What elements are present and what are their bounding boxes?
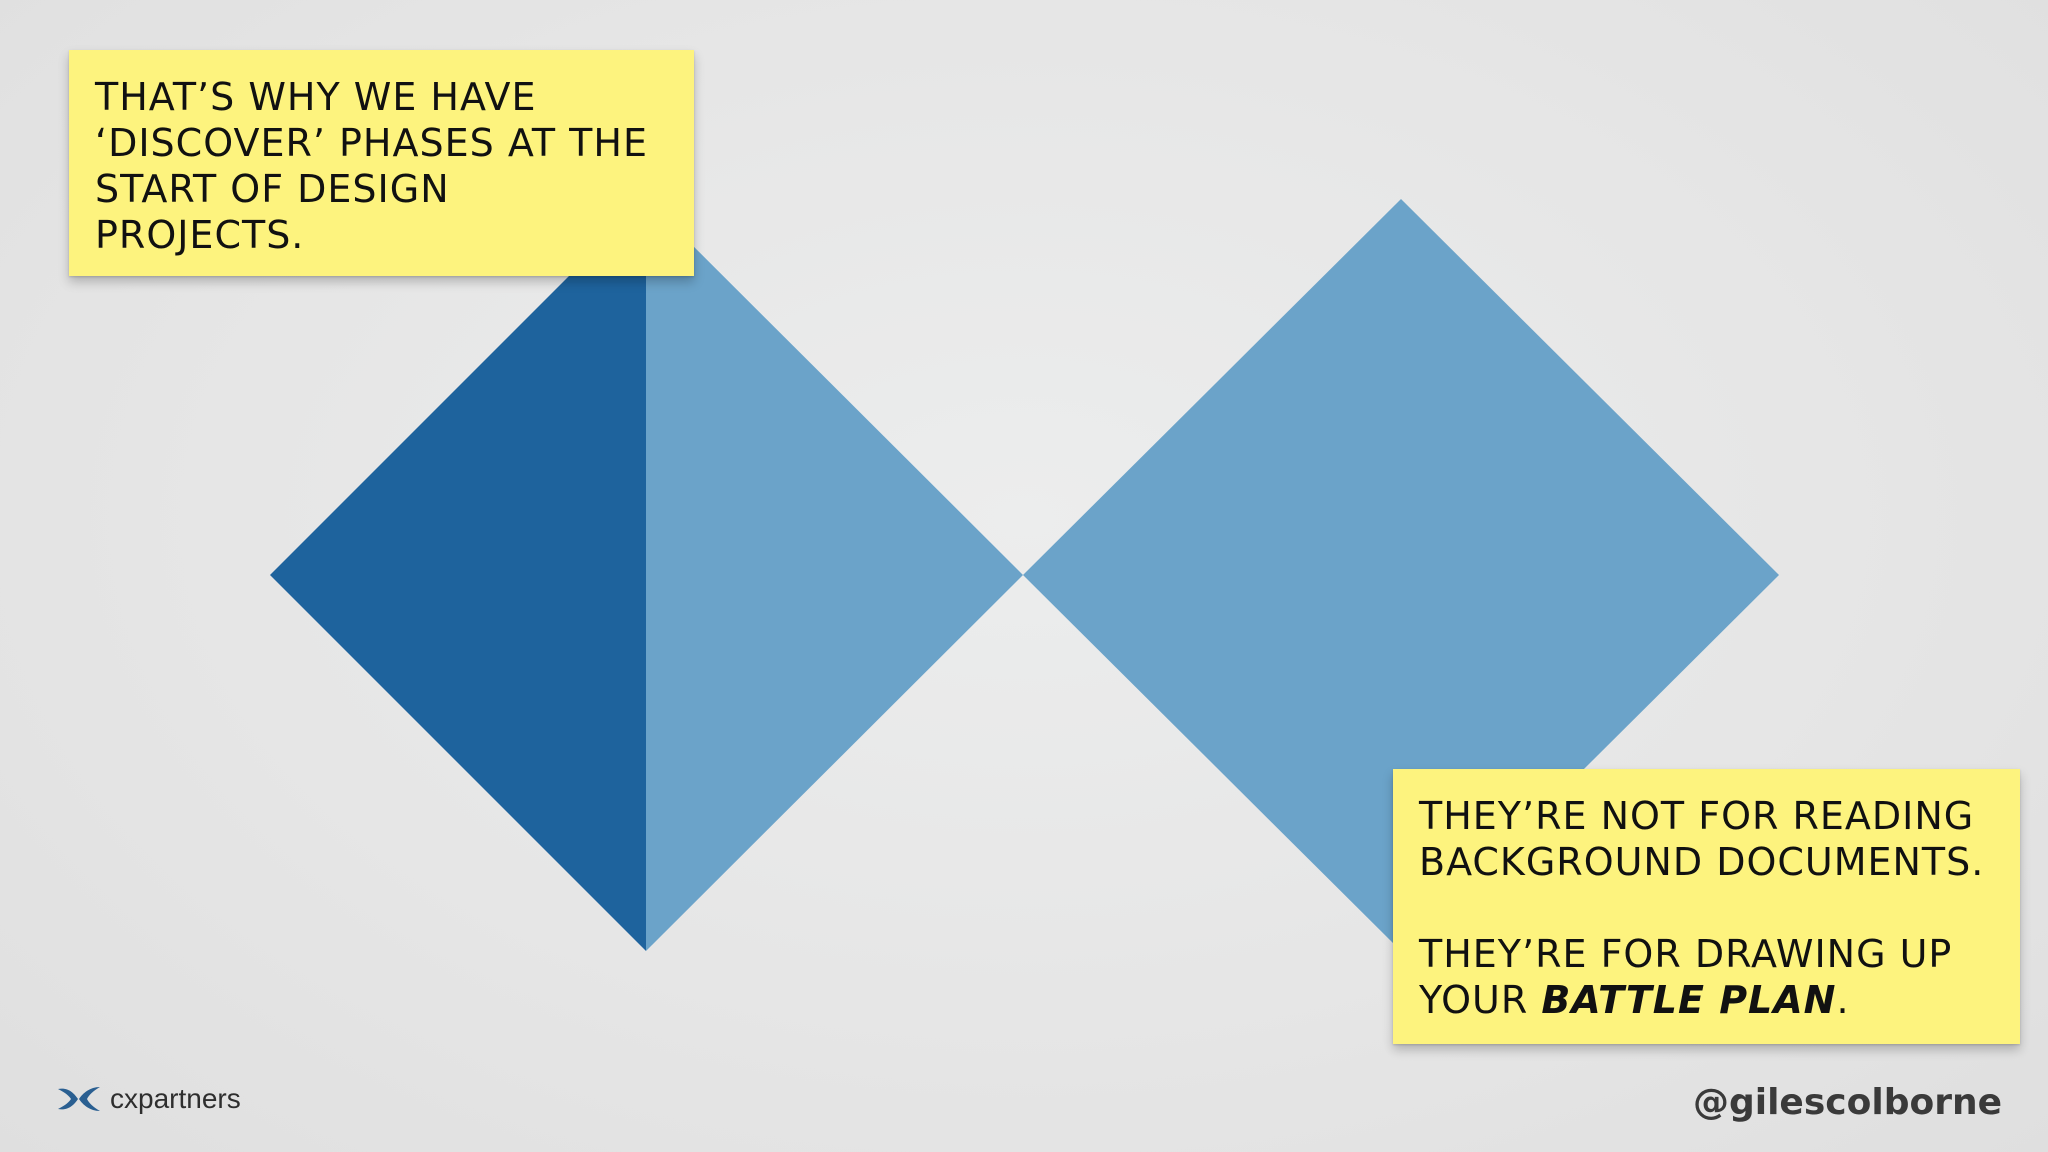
note-line: ‘DISCOVER’ PHASES AT THE [95,121,648,165]
note-line: THAT’S WHY WE HAVE [95,75,537,119]
note-line: START OF DESIGN [95,167,450,211]
second-diamond [1023,199,1779,951]
note-line: BACKGROUND DOCUMENTS. [1419,840,1985,884]
define-phase-triangle [646,199,1023,951]
battle-plan-emphasis: BATTLE PLAN [1541,978,1837,1022]
note-paragraph-1: THEY’RE NOT FOR READING BACKGROUND DOCUM… [1419,793,1994,885]
note-paragraph-2: THEY’RE FOR DRAWING UP YOUR BATTLE PLAN. [1419,931,1994,1023]
note-text: YOUR [1419,978,1542,1022]
note-line: PROJECTS. [95,213,305,257]
brand-logo: cxpartners [56,1083,241,1115]
note-line: THEY’RE NOT FOR READING [1419,794,1975,838]
brand-name: cxpartners [110,1083,241,1114]
twitter-handle: @gilescolborne [1692,1082,2002,1123]
sticky-note-discover: THAT’S WHY WE HAVE ‘DISCOVER’ PHASES AT … [69,50,694,276]
note-line: THEY’RE FOR DRAWING UP [1419,932,1953,976]
discover-phase-triangle [270,199,646,951]
note-text: . [1836,978,1850,1022]
cxpartners-logo-icon [58,1087,100,1111]
sticky-note-battle-plan: THEY’RE NOT FOR READING BACKGROUND DOCUM… [1393,769,2020,1044]
